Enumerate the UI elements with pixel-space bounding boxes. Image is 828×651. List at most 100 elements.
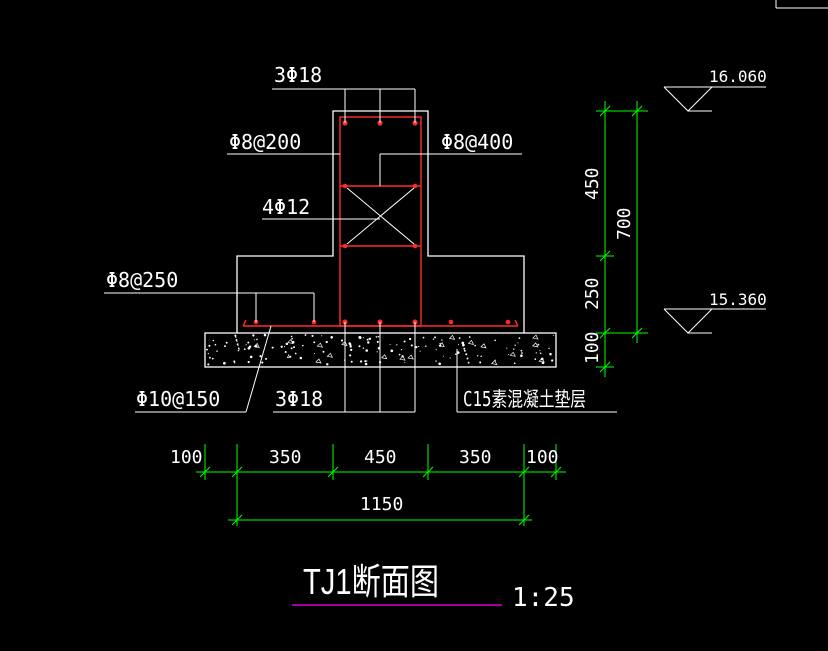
hatch-dot: [441, 339, 443, 341]
hatch-dot: [408, 337, 412, 341]
hatch-dot: [248, 345, 252, 348]
hatch-dot: [207, 363, 210, 366]
hatch-dot: [479, 361, 482, 364]
hatch-dot: [349, 345, 352, 348]
slab-hook-left: [242, 319, 247, 327]
hatch-dot: [367, 341, 370, 344]
hatch-dot: [438, 362, 441, 366]
hatch-aggregate: [316, 342, 323, 348]
hatch-dot: [212, 339, 215, 342]
hatch-dot: [520, 349, 523, 352]
hatch-dot: [330, 336, 333, 339]
hatch-dot: [247, 341, 250, 344]
hatch-dot: [349, 354, 352, 357]
hatch-dot: [285, 343, 288, 345]
hatch-dot: [245, 344, 247, 346]
dim-cushion: 100: [582, 331, 603, 364]
hatch-dot: [449, 357, 451, 359]
hatch-dot: [466, 357, 469, 360]
corner-fragment: [775, 0, 828, 9]
slab-bar-4: [505, 319, 511, 325]
hatch-dot: [211, 357, 214, 360]
hatch-aggregate: [438, 342, 445, 348]
hatch-dot: [518, 337, 521, 339]
hatch-dot: [237, 347, 240, 350]
hatch-dot: [425, 345, 427, 347]
beam-stirrup: [339, 116, 422, 327]
hatch-dot: [326, 363, 329, 366]
hatch-dot: [290, 347, 293, 350]
dim-beam-web: 450: [582, 167, 603, 200]
hatch-dot: [432, 338, 435, 340]
hatch-dot: [455, 353, 457, 355]
hatch-dot: [465, 353, 468, 356]
hatch-dot: [442, 355, 445, 357]
hatch-dot: [256, 338, 258, 341]
hatch-aggregate: [532, 342, 539, 348]
hatch-dot: [463, 349, 466, 352]
drawing-scale: 1:25: [512, 583, 575, 613]
dim-right-cushion: 100: [526, 447, 559, 468]
hatch-dot: [514, 344, 516, 347]
dim-right-slab: 350: [459, 447, 492, 468]
hatch-dot: [458, 337, 461, 340]
hatch-dot: [225, 341, 228, 344]
slab-bar-3: [448, 319, 454, 325]
stirrup-200-label: Φ8@200: [229, 130, 301, 154]
hatch-dot: [376, 351, 378, 353]
hatch-aggregate: [538, 357, 545, 363]
hatch-aggregate: [399, 355, 406, 361]
leader-lines: [104, 88, 617, 413]
horizontal-dimensions: [196, 444, 566, 526]
hatch-dot: [311, 334, 314, 337]
hatch-dot: [224, 345, 226, 348]
cushion-hatch: [206, 333, 555, 366]
hatch-dot: [325, 340, 328, 344]
hatch-aggregate: [480, 343, 487, 349]
hatch-dot: [313, 352, 316, 355]
hatch-dot: [377, 335, 380, 338]
hatch-dot: [534, 358, 537, 360]
elevation-markers: [663, 86, 766, 334]
hatch-dot: [400, 348, 403, 351]
hatch-dot: [358, 345, 361, 348]
elevation-top: 16.060: [709, 67, 767, 86]
hatch-dot: [404, 361, 406, 363]
hatch-dot: [247, 360, 250, 364]
hatch-dot: [410, 344, 413, 347]
hatch-aggregate: [491, 360, 498, 366]
dim-total-width: 1150: [360, 494, 403, 515]
hatch-dot: [236, 343, 239, 346]
hatch-dot: [235, 338, 238, 341]
hatch-dot: [287, 354, 290, 356]
dim-left-slab: 350: [269, 447, 302, 468]
hatch-aggregate: [315, 358, 322, 364]
hatch-dot: [214, 343, 217, 346]
dim-slab: 250: [582, 277, 603, 310]
hatch-dot: [366, 338, 369, 341]
hatch-dot: [264, 357, 268, 360]
hatch-aggregate: [467, 339, 475, 345]
hatch-dot: [474, 344, 477, 347]
hatch-dot: [539, 352, 542, 355]
hatch-dot: [243, 348, 246, 351]
hatch-dot: [480, 355, 482, 357]
hatch-dot: [271, 346, 274, 349]
hatch-aggregate: [448, 334, 456, 340]
hatch-dot: [551, 359, 554, 362]
hatch-dot: [284, 350, 287, 354]
hatch-dot: [364, 360, 367, 363]
hatch-dot: [237, 349, 240, 352]
hatch-dot: [253, 339, 255, 341]
hatch-dot: [280, 345, 283, 348]
hatch-dot: [287, 356, 289, 358]
hatch-dot: [261, 361, 264, 364]
hatch-dot: [462, 343, 465, 347]
hatch-dot: [513, 362, 516, 365]
hatch-dot: [304, 334, 307, 336]
hatch-dot: [548, 347, 550, 350]
hatch-dot: [348, 343, 352, 346]
hatch-dot: [234, 334, 237, 337]
hatch-dot: [398, 353, 401, 356]
hatch-dot: [467, 361, 470, 364]
